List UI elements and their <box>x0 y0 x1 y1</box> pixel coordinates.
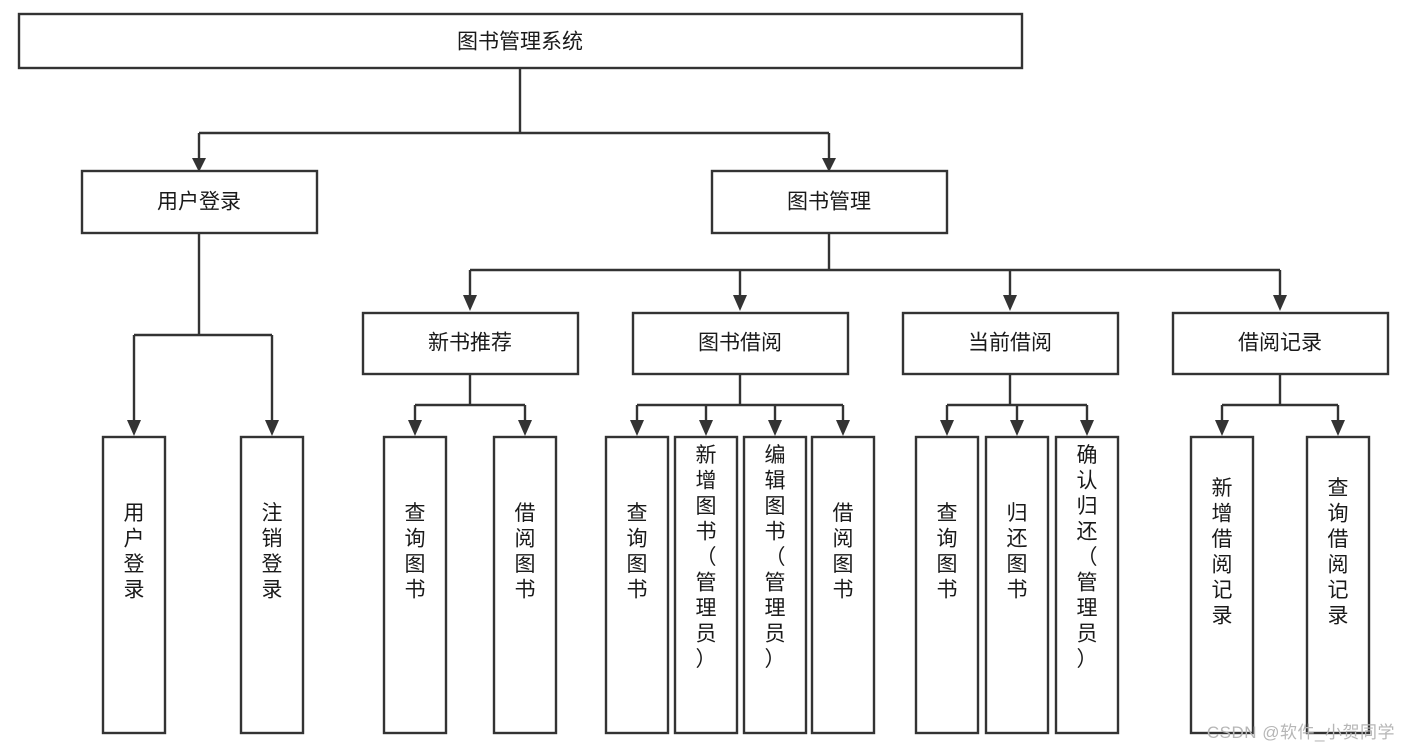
connector-borrow-record-to-leaves <box>1220 374 1340 423</box>
node-leaf-return-book-box[interactable] <box>984 435 1050 735</box>
arrow-br-leaf-2 <box>1331 420 1345 436</box>
node-leaf-user-login[interactable]: 用户登录 <box>101 435 167 735</box>
arrow-to-new-book-recommend <box>463 295 477 311</box>
node-leaf-return-book-label: 归还图书 <box>1007 502 1028 602</box>
node-leaf-add-record-box[interactable] <box>1189 435 1255 735</box>
node-borrow-record[interactable]: 借阅记录 <box>1171 311 1390 376</box>
arrow-bb-leaf-2 <box>699 420 713 436</box>
node-user-login-box[interactable] <box>80 169 319 235</box>
arrow-bb-leaf-4 <box>836 420 850 436</box>
node-leaf-confirm-return-box[interactable] <box>1054 435 1120 735</box>
arrow-bb-leaf-3 <box>768 420 782 436</box>
connector-new-book-recommend-to-leaves <box>413 374 527 423</box>
node-leaf-logout-login[interactable]: 注销登录 <box>239 435 305 735</box>
connector-user-login-to-leaves <box>132 233 274 423</box>
node-leaf-add-book-label: 新增图书（管理员） <box>696 444 717 671</box>
node-leaf-return-book[interactable]: 归还图书 <box>984 435 1050 735</box>
node-user-login-label: 用户登录 <box>157 191 241 214</box>
connector-root-to-level1 <box>197 68 831 160</box>
node-leaf-query-book-1[interactable]: 查询图书 <box>382 435 448 735</box>
node-leaf-borrow-book-1-box[interactable] <box>492 435 558 735</box>
node-book-borrow[interactable]: 图书借阅 <box>631 311 850 376</box>
node-leaf-add-book[interactable]: 新增图书（管理员） <box>673 435 739 735</box>
node-leaf-query-book-1-box[interactable] <box>382 435 448 735</box>
arrow-user-login-leaf-2 <box>265 420 279 436</box>
connector-book-borrow-to-leaves <box>635 374 845 423</box>
arrow-nbr-leaf-1 <box>408 420 422 436</box>
arrow-root-to-user-login <box>192 158 206 172</box>
node-new-book-recommend[interactable]: 新书推荐 <box>361 311 580 376</box>
node-leaf-query-record-box[interactable] <box>1305 435 1371 735</box>
node-leaf-query-book-3[interactable]: 查询图书 <box>914 435 980 735</box>
arrow-to-borrow-record <box>1273 295 1287 311</box>
arrow-cb-leaf-2 <box>1010 420 1024 436</box>
node-leaf-edit-book-label: 编辑图书（管理员） <box>765 444 786 671</box>
node-new-book-recommend-box[interactable] <box>361 311 580 376</box>
arrow-to-current-borrow <box>1003 295 1017 311</box>
node-leaf-query-book-1-label: 查询图书 <box>405 502 426 602</box>
node-borrow-record-label: 借阅记录 <box>1238 332 1322 355</box>
node-borrow-record-box[interactable] <box>1171 311 1390 376</box>
arrow-cb-leaf-3 <box>1080 420 1094 436</box>
node-leaf-add-book-box[interactable] <box>673 435 739 735</box>
node-leaf-query-book-3-label: 查询图书 <box>937 502 958 602</box>
node-leaf-logout-login-box[interactable] <box>239 435 305 735</box>
node-leaf-edit-book-box[interactable] <box>742 435 808 735</box>
node-leaf-borrow-book-2-box[interactable] <box>810 435 876 735</box>
node-leaf-borrow-book-1[interactable]: 借阅图书 <box>492 435 558 735</box>
node-leaf-query-book-3-box[interactable] <box>914 435 980 735</box>
node-leaf-query-record-label: 查询借阅记录 <box>1328 477 1349 628</box>
node-leaf-query-book-2[interactable]: 查询图书 <box>604 435 670 735</box>
node-leaf-user-login-box[interactable] <box>101 435 167 735</box>
node-leaf-borrow-book-2[interactable]: 借阅图书 <box>810 435 876 735</box>
node-book-borrow-box[interactable] <box>631 311 850 376</box>
arrow-bb-leaf-1 <box>630 420 644 436</box>
node-leaf-borrow-book-1-label: 借阅图书 <box>515 502 536 602</box>
node-new-book-recommend-label: 新书推荐 <box>428 332 512 355</box>
node-current-borrow[interactable]: 当前借阅 <box>901 311 1120 376</box>
node-user-login[interactable]: 用户登录 <box>80 169 319 235</box>
node-current-borrow-box[interactable] <box>901 311 1120 376</box>
csdn-watermark: CSDN @软件_小贺同学 <box>1206 723 1395 742</box>
arrow-user-login-leaf-1 <box>127 420 141 436</box>
arrow-nbr-leaf-2 <box>518 420 532 436</box>
node-root-label: 图书管理系统 <box>457 31 583 54</box>
node-leaf-query-book-2-box[interactable] <box>604 435 670 735</box>
node-leaf-add-record-label: 新增借阅记录 <box>1212 477 1233 628</box>
node-leaf-add-record[interactable]: 新增借阅记录 <box>1189 435 1255 735</box>
node-leaf-confirm-return[interactable]: 确认归还（管理员） <box>1054 435 1120 735</box>
node-book-manage[interactable]: 图书管理 <box>710 169 949 235</box>
connector-layer <box>127 68 1345 436</box>
node-book-borrow-label: 图书借阅 <box>698 332 782 355</box>
connector-current-borrow-to-leaves <box>945 374 1089 423</box>
arrow-br-leaf-1 <box>1215 420 1229 436</box>
node-leaf-query-record[interactable]: 查询借阅记录 <box>1305 435 1371 735</box>
node-leaf-confirm-return-label: 确认归还（管理员） <box>1077 444 1098 671</box>
arrow-cb-leaf-1 <box>940 420 954 436</box>
node-root-box[interactable] <box>17 12 1024 70</box>
node-current-borrow-label: 当前借阅 <box>968 332 1052 355</box>
node-leaf-logout-login-label: 注销登录 <box>262 502 283 602</box>
node-book-manage-label: 图书管理 <box>787 191 871 214</box>
node-leaf-user-login-label: 用户登录 <box>124 502 145 602</box>
node-book-manage-box[interactable] <box>710 169 949 235</box>
node-root[interactable]: 图书管理系统 <box>17 12 1024 70</box>
node-leaf-edit-book[interactable]: 编辑图书（管理员） <box>742 435 808 735</box>
node-leaf-query-book-2-label: 查询图书 <box>627 502 648 602</box>
node-leaf-borrow-book-2-label: 借阅图书 <box>833 502 854 602</box>
connector-book-manage-to-level2 <box>468 233 1282 297</box>
arrow-root-to-book-manage <box>822 158 836 172</box>
arrow-to-book-borrow <box>733 295 747 311</box>
